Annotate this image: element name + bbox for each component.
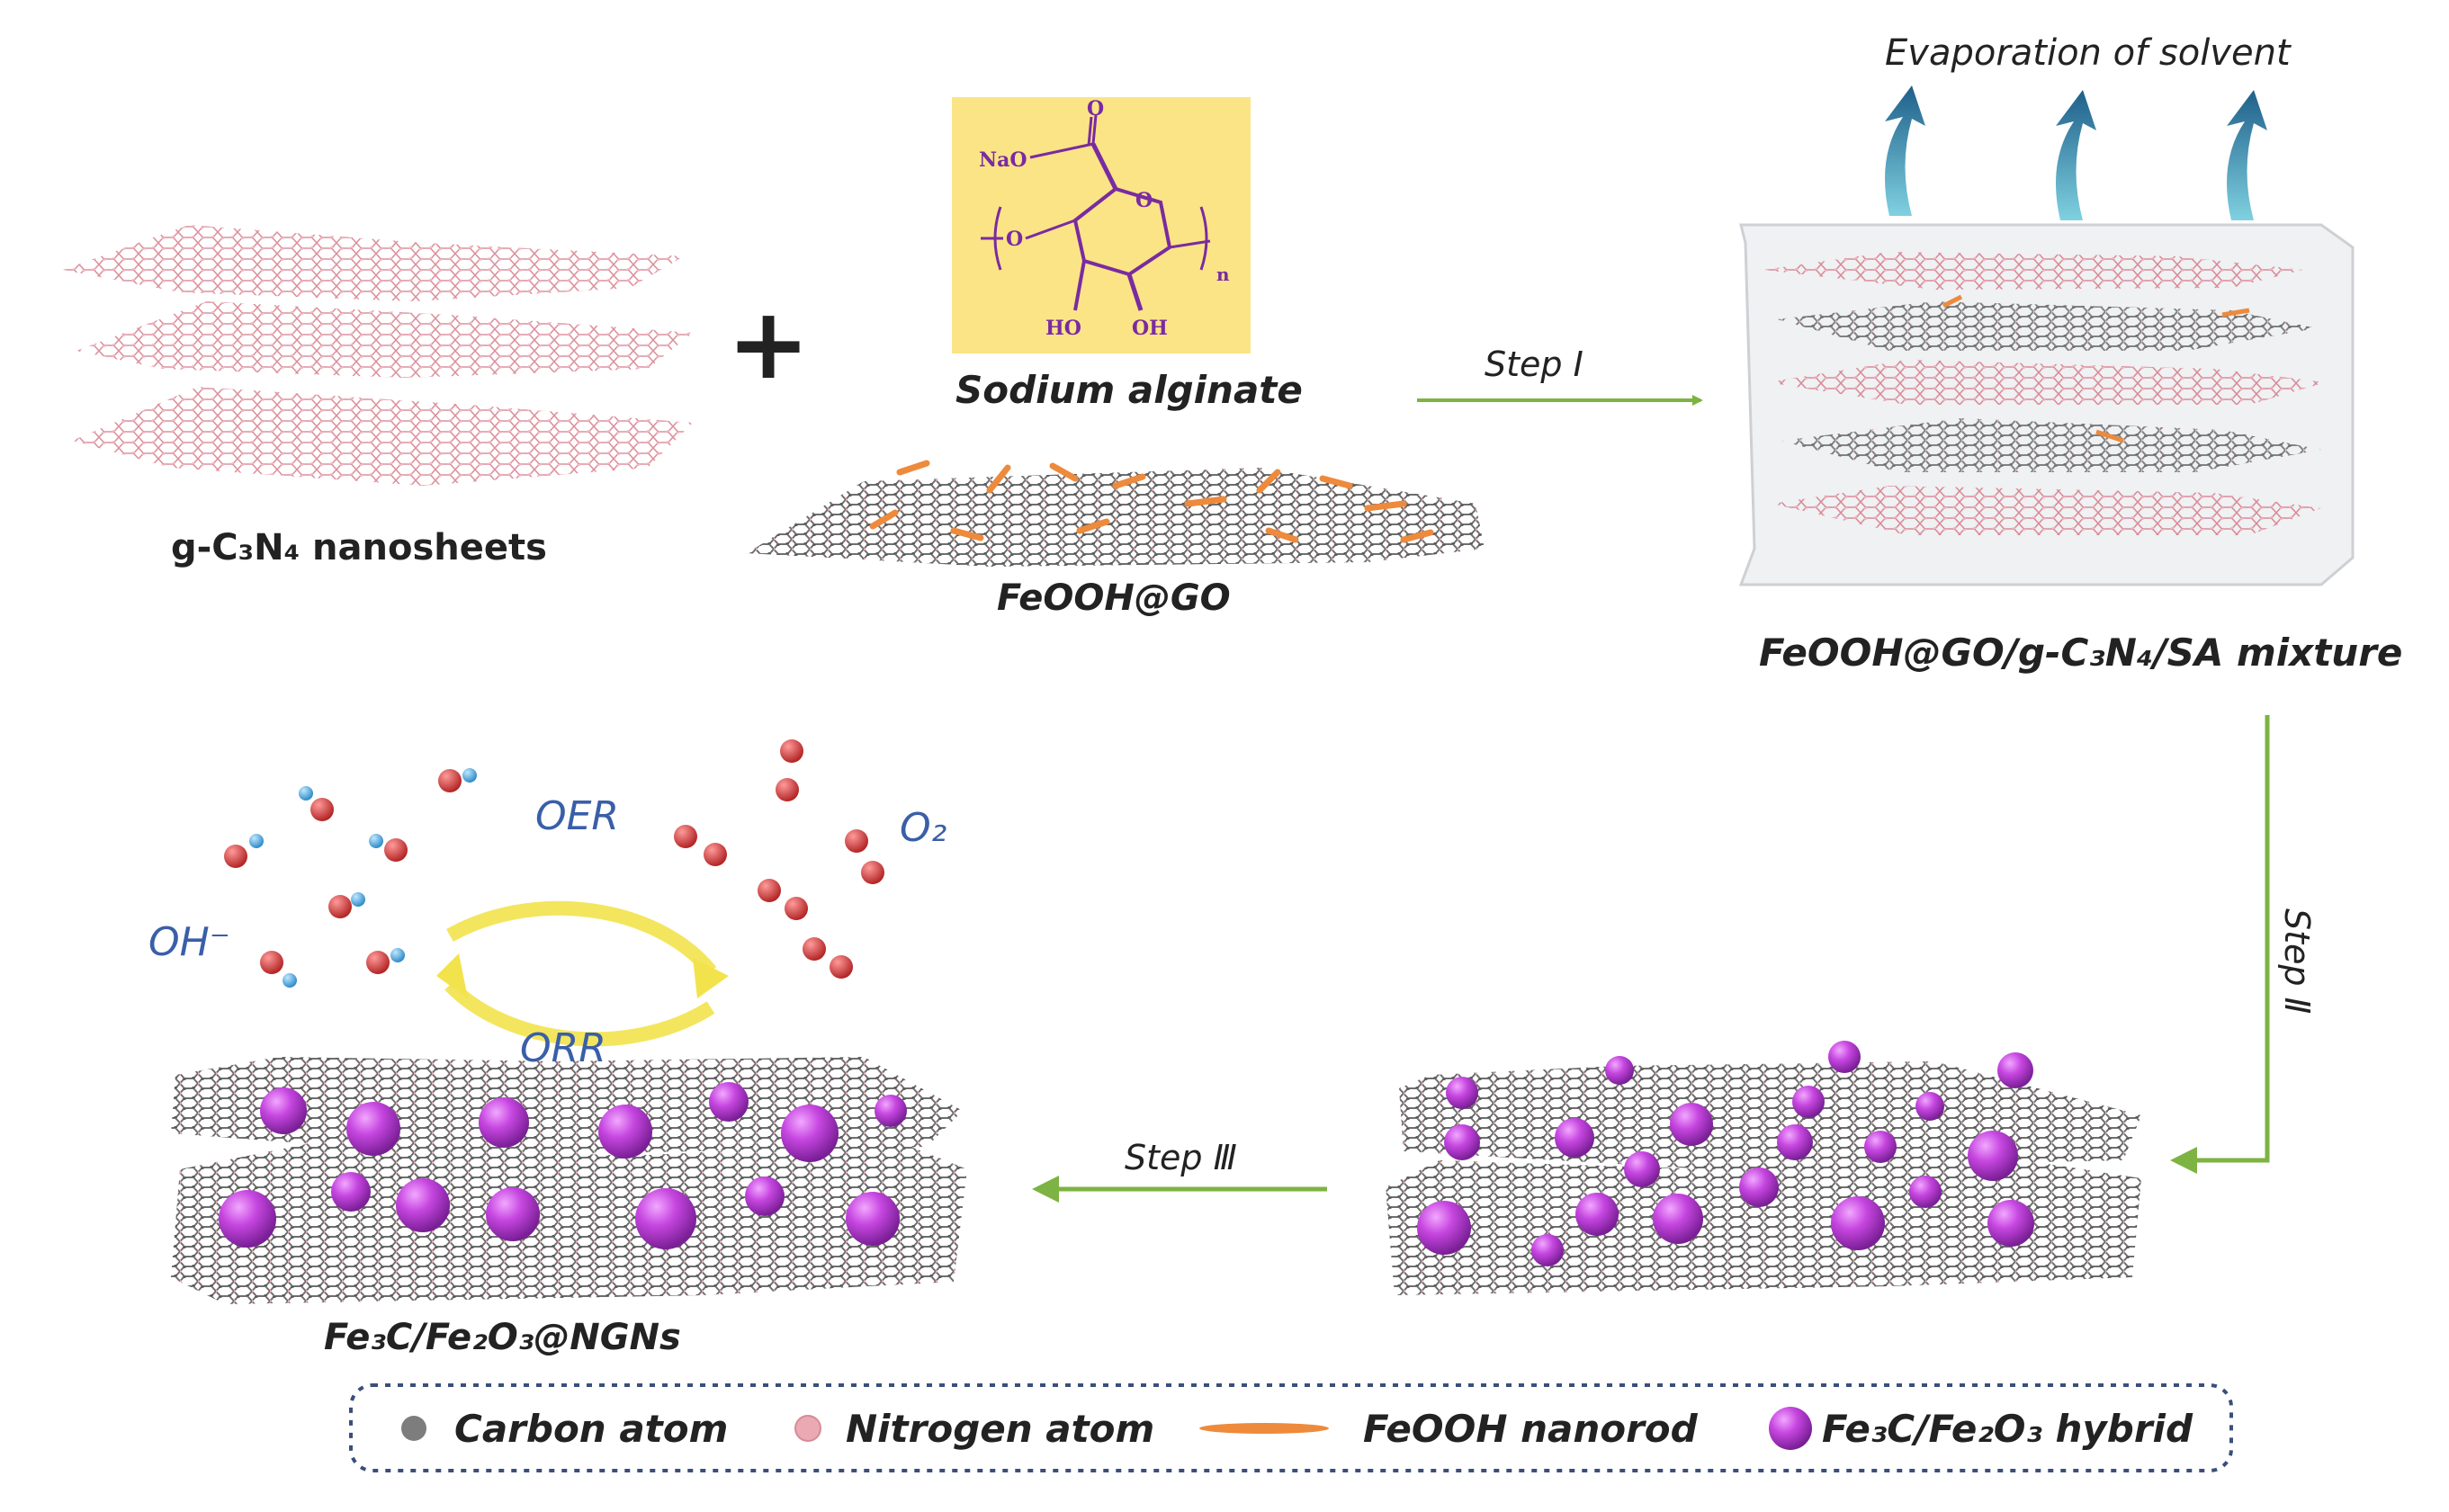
step2-label: Step Ⅱ	[2277, 908, 2317, 1014]
oer-label: OER	[535, 793, 619, 839]
alginate-nao-label: NaO	[979, 148, 1027, 172]
legend-nitrogen-label: Nitrogen atom	[846, 1407, 1154, 1451]
step3-label: Step Ⅲ	[1125, 1138, 1237, 1177]
vapor-arrow-icon	[2056, 90, 2096, 220]
sodium-alginate-structure	[952, 97, 1251, 353]
legend-carbon-label: Carbon atom	[454, 1407, 728, 1451]
feooh-nanorod-icon	[1199, 1423, 1329, 1434]
orr-label: ORR	[520, 1025, 606, 1071]
legend-feooh-label: FeOOH nanorod	[1363, 1407, 1699, 1451]
carbon-atom-icon	[401, 1416, 426, 1441]
feooh-go-sheet	[747, 460, 1485, 567]
alginate-oh-label: OH	[1132, 317, 1168, 340]
hybrid-particle-icon	[1769, 1407, 1812, 1450]
alginate-carbonyl-o-label: O	[1087, 97, 1104, 121]
mixture-label: FeOOH@GO/g-C₃N₄/SA mixture	[1759, 631, 2402, 675]
vapor-arrow-icon	[1885, 85, 1925, 216]
hydroxide-label: OH⁻	[148, 919, 230, 965]
product-label: Fe₃C/Fe₂O₃@NGNs	[324, 1317, 681, 1358]
alginate-n-label: n	[1216, 264, 1230, 285]
alginate-bridge-o-label: O	[1006, 228, 1023, 251]
oxygen-molecules	[674, 739, 884, 979]
sodium-alginate-label: Sodium alginate	[955, 368, 1303, 412]
plus-sign: +	[727, 286, 810, 401]
nitrogen-atom-icon	[794, 1415, 821, 1442]
feooh-go-label: FeOOH@GO	[997, 577, 1231, 619]
step2-arrow	[2170, 715, 2270, 1174]
legend-hybrid-label: Fe₃C/Fe₂O₃ hybrid	[1822, 1407, 2193, 1451]
mixture-container	[1738, 223, 2355, 586]
g-c3n4-nanosheets	[63, 225, 693, 486]
hydroxide-molecules	[224, 768, 477, 988]
alginate-ring-o-label: O	[1135, 189, 1153, 212]
step1-label: Step Ⅰ	[1485, 344, 1583, 384]
alginate-ho-label: HO	[1045, 317, 1081, 340]
oer-orr-cycle	[436, 900, 729, 1047]
legend	[349, 1383, 2233, 1472]
oxygen-label: O₂	[900, 805, 946, 851]
evaporation-label: Evaporation of solvent	[1885, 32, 2292, 74]
vapor-arrow-icon	[2227, 90, 2267, 220]
hybrid-particles-intermediate	[1417, 1041, 2034, 1266]
g-c3n4-label: g-C₃N₄ nanosheets	[171, 527, 547, 568]
hybrid-particles-product	[219, 1082, 907, 1249]
